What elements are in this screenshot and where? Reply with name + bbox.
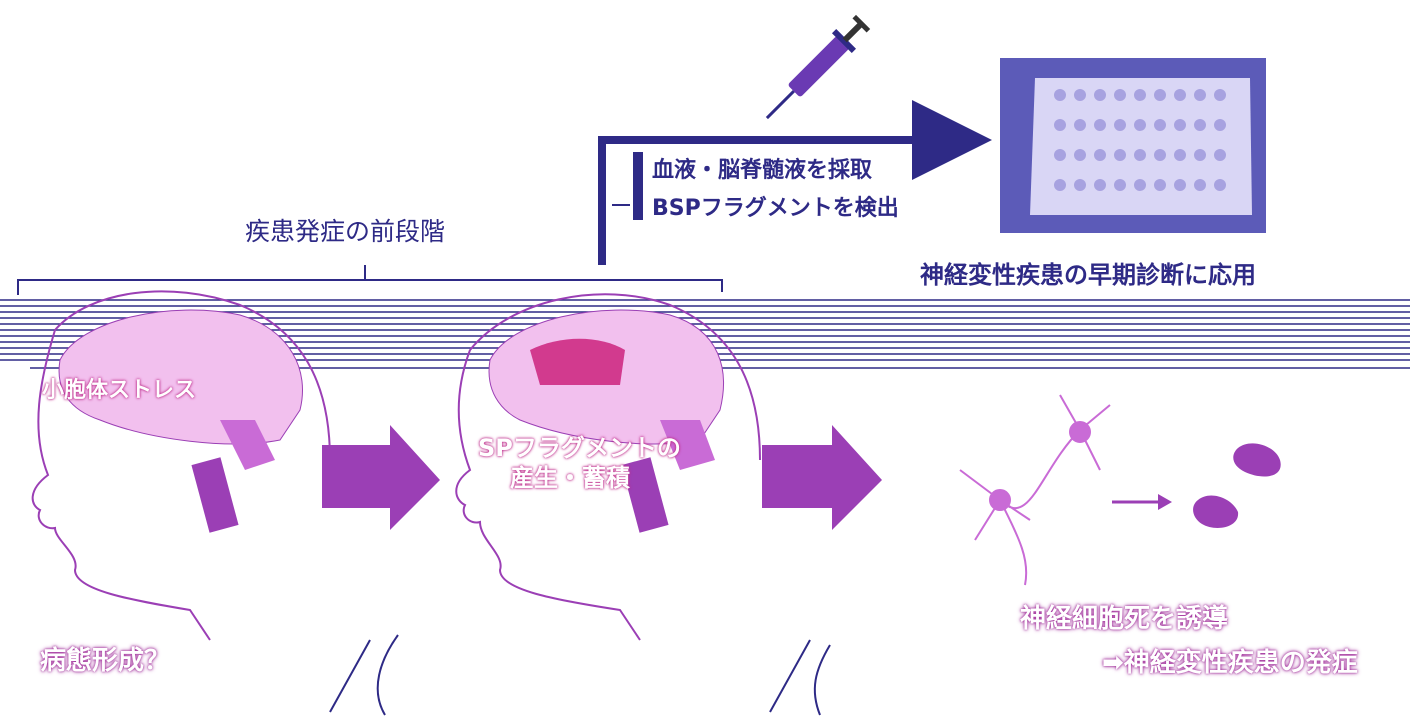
head-outline-2	[455, 293, 761, 641]
lower-face-strokes	[329, 634, 831, 716]
well-plate-image	[1000, 58, 1266, 233]
production-label: 産生・蓄積	[510, 464, 630, 492]
pre-onset-bracket	[17, 265, 723, 295]
syringe-icon	[765, 14, 871, 120]
sample-label: 血液・脳脊髄液を採取	[652, 158, 873, 183]
early-diagnosis-label: 神経変性疾患の早期診断に応用	[920, 261, 1256, 289]
brain-icon-1	[58, 309, 303, 533]
fragment-label: SPフラグメントの	[478, 434, 681, 462]
process-arrow-2	[762, 425, 882, 530]
small-arrow-right	[1112, 494, 1172, 510]
process-arrow-1	[322, 425, 440, 530]
onset-label: ➡神経変性疾患の発症	[1102, 648, 1358, 678]
er-stress-label: 小胞体ストレス	[42, 378, 197, 403]
head-outline-1	[31, 290, 331, 641]
neuron-icon	[959, 394, 1111, 586]
detect-label: BSPフラグメントを検出	[652, 196, 899, 221]
pathology-label: 病態形成？	[40, 646, 171, 676]
pre-onset-label: 疾患発症の前段階	[245, 217, 446, 246]
detection-flow-arrow	[598, 100, 992, 265]
dead-cell-fragments	[1193, 443, 1281, 528]
brain-icon-2	[488, 309, 724, 533]
neuron-death-label: 神経細胞死を誘導	[1020, 604, 1229, 634]
